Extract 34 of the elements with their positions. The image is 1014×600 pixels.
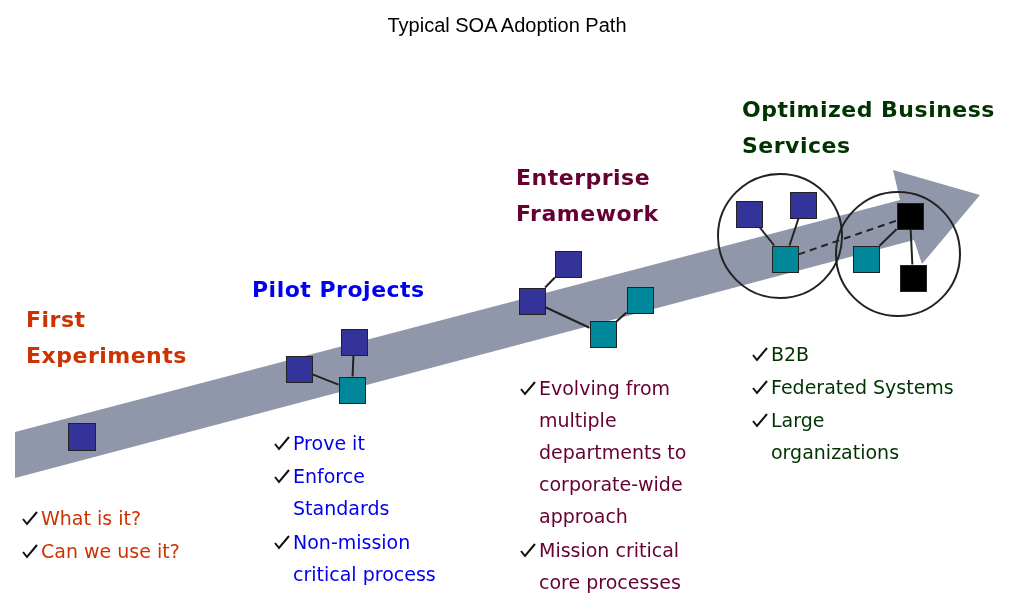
service-square [518,287,546,315]
title: Typical SOA Adoption Path [387,13,627,38]
bullet-text: Evolving from multiple departments to corporate-wide approach [539,376,688,529]
bullet-text: What is it? [41,506,141,531]
connector-line [909,228,914,266]
connector-line [878,228,898,247]
service-square [554,250,582,278]
service-square [899,264,927,292]
stage-heading: Enterprise Framework [516,164,660,228]
dashed-connector [797,219,898,256]
stage-heading: Optimized Business Services [742,96,996,160]
service-square [340,328,368,356]
bullet-text: Large organizations [771,408,901,465]
service-square [789,191,817,219]
connector-line [351,354,355,378]
bullet-text: Enforce Standards [293,464,391,521]
service-square [285,355,313,383]
service-square [852,245,880,273]
bullet-text: Federated Systems [771,375,954,400]
connector-line [758,226,776,247]
service-square [735,200,763,228]
service-square [589,320,617,348]
service-square [68,423,96,451]
bullet-text: Non-mission critical process [293,530,437,587]
connector-line [615,311,628,323]
stage-heading: First Experiments [26,306,188,370]
stage-heading: Pilot Projects [252,276,426,304]
connector-line [544,306,591,329]
bullet-text: B2B [771,342,810,367]
connector-line [788,217,800,247]
bullet-text: Prove it [293,431,365,456]
bullet-text: Mission critical core processes [539,538,682,595]
connector-line [311,373,340,386]
bullet-text: Can we use it? [41,539,180,564]
